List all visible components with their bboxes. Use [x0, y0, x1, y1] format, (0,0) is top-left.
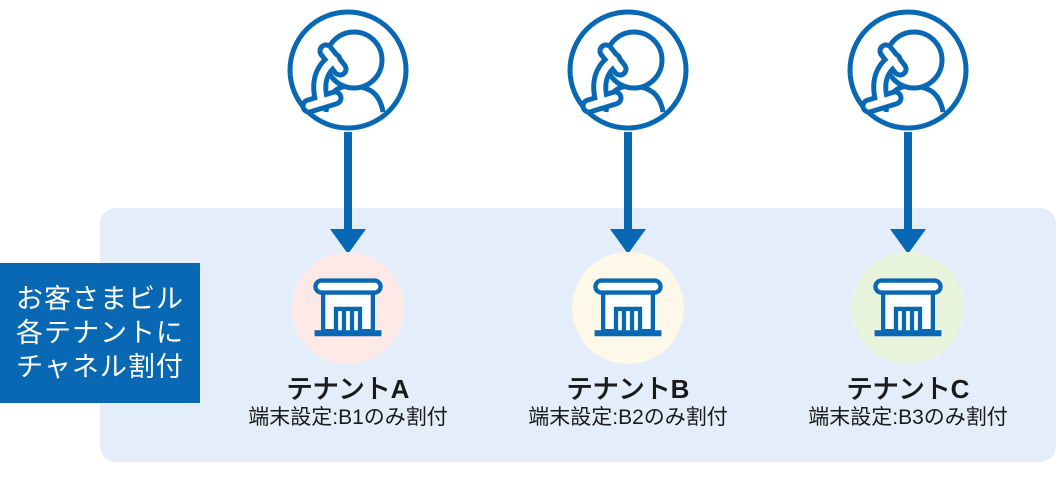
side-label-line: 各テナントに [16, 318, 184, 348]
side-label-line: お客さまビル [16, 284, 184, 314]
tenant-a-column: テナントA 端末設定:B1のみ割付 [208, 0, 488, 480]
tenant-c-circle [852, 252, 964, 364]
storefront-icon [592, 278, 664, 338]
tenant-name: テナントC [846, 374, 970, 404]
tenant-c-column: テナントC 端末設定:B3のみ割付 [768, 0, 1048, 480]
storefront-icon [312, 278, 384, 338]
side-label-line: チャネル割付 [16, 352, 184, 382]
storefront-icon [872, 278, 944, 338]
down-arrow-icon [330, 132, 366, 254]
person-on-phone-icon [846, 8, 970, 132]
person-on-phone-icon [566, 8, 690, 132]
tenant-b-circle [572, 252, 684, 364]
tenant-b-column: テナントB 端末設定:B2のみ割付 [488, 0, 768, 480]
tenant-detail: 端末設定:B3のみ割付 [808, 406, 1008, 429]
tenant-a-circle [292, 252, 404, 364]
person-on-phone-icon [286, 8, 410, 132]
side-label: お客さまビル 各テナントに チャネル割付 [0, 263, 200, 403]
down-arrow-icon [610, 132, 646, 254]
tenant-detail: 端末設定:B1のみ割付 [248, 406, 448, 429]
down-arrow-icon [890, 132, 926, 254]
tenant-detail: 端末設定:B2のみ割付 [528, 406, 728, 429]
tenant-name: テナントB [566, 374, 690, 404]
tenant-name: テナントA [286, 374, 410, 404]
